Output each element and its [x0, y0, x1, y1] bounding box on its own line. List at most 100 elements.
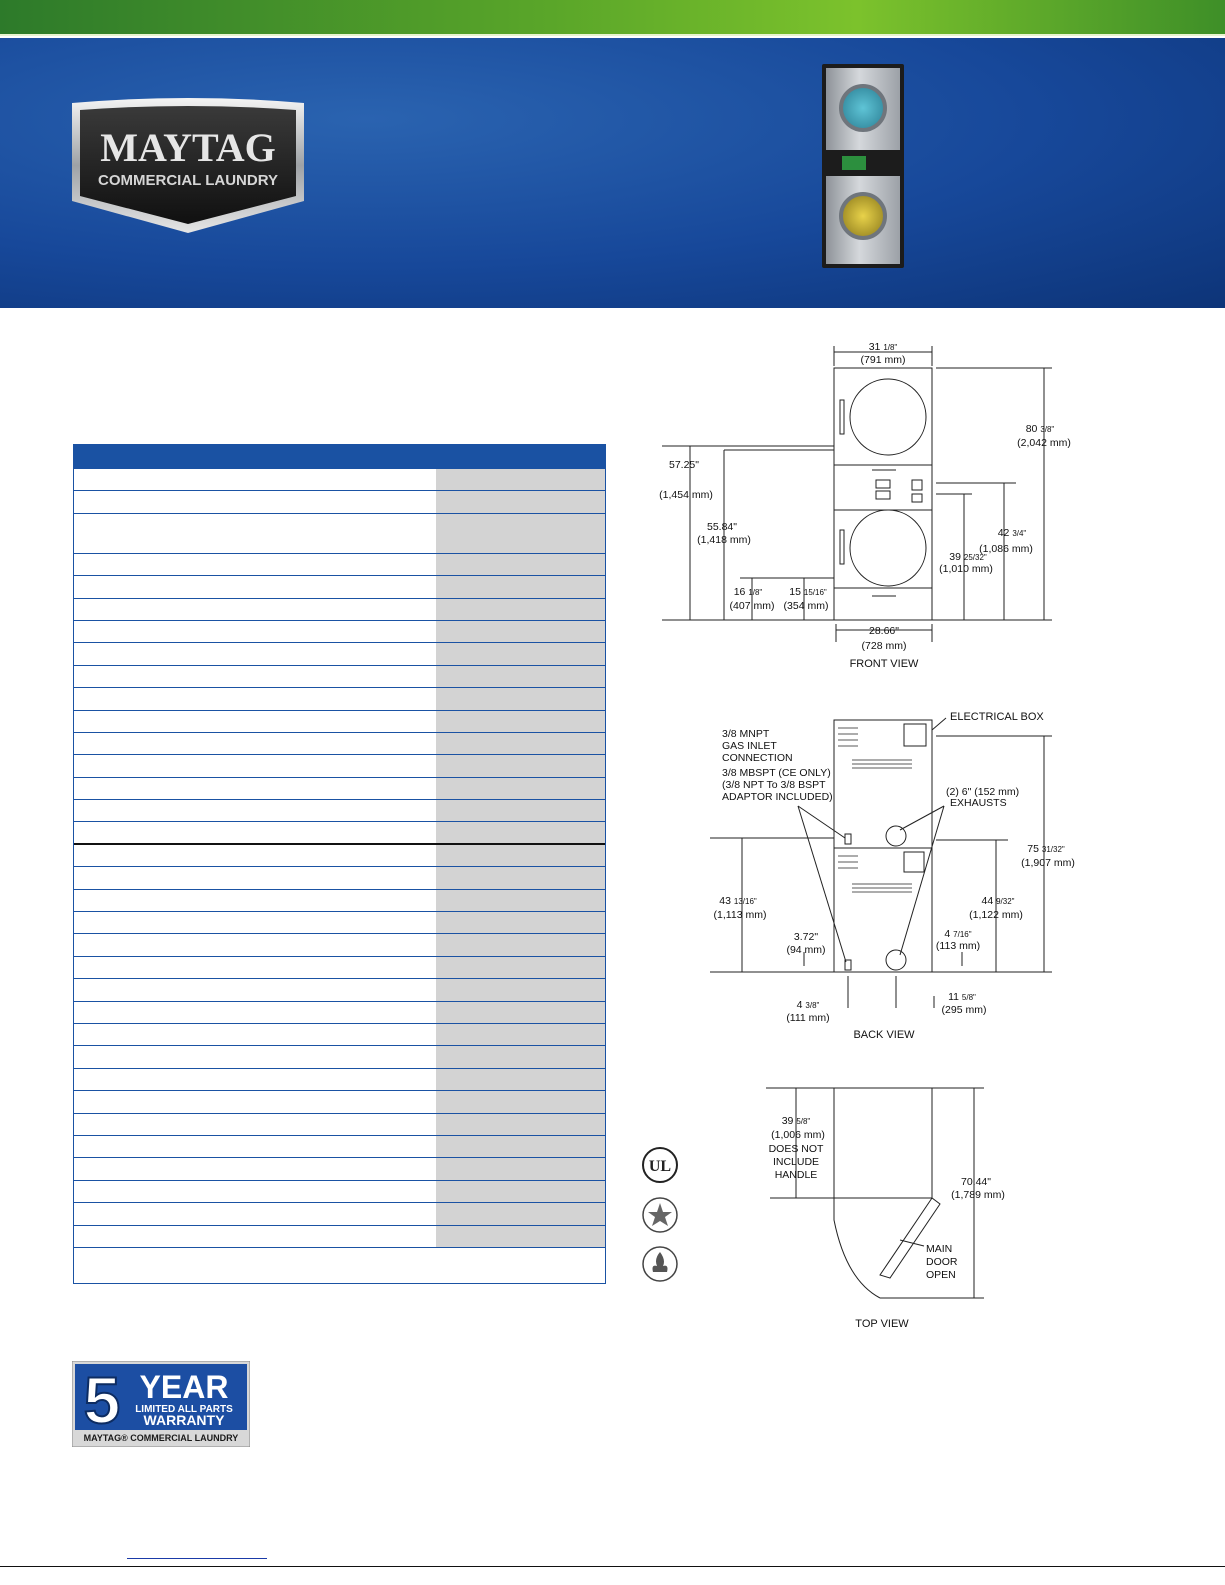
- table-row: [74, 1091, 605, 1114]
- spec-label-cell: [74, 1046, 436, 1068]
- specifications-table: [73, 444, 606, 1284]
- spec-value-cell: [436, 469, 605, 491]
- svg-text:4 7/16": 4 7/16": [944, 928, 971, 940]
- table-row: [74, 513, 605, 554]
- table-row: [74, 889, 605, 913]
- spec-value-cell: [436, 1180, 605, 1203]
- svg-text:39 5/8": 39 5/8": [782, 1115, 811, 1127]
- table-row: [74, 755, 605, 778]
- svg-text:(1,122 mm): (1,122 mm): [969, 909, 1023, 921]
- spec-value-cell: [436, 643, 605, 665]
- svg-text:3.72": 3.72": [794, 931, 818, 943]
- svg-text:LIMITED ALL PARTS: LIMITED ALL PARTS: [135, 1404, 233, 1415]
- spec-label-cell: [74, 1001, 436, 1023]
- footer-rule: [0, 1566, 1225, 1567]
- svg-text:DOES NOT: DOES NOT: [769, 1143, 824, 1155]
- table-row: [74, 1135, 605, 1159]
- svg-text:16 1/8": 16 1/8": [734, 586, 763, 598]
- table-row: [74, 1068, 605, 1092]
- spec-value-cell: [436, 1158, 605, 1180]
- back-view-labels: ELECTRICAL BOX 3/8 MNPT GAS INLET CONNEC…: [714, 711, 1075, 1041]
- table-row: [74, 934, 605, 957]
- spec-value-cell: [436, 844, 605, 867]
- brand-name: MAYTAG: [100, 125, 276, 170]
- spec-label-cell: [74, 1135, 436, 1158]
- spec-label-cell: [74, 844, 436, 867]
- spec-label-cell: [74, 620, 436, 643]
- spec-label-cell: [74, 665, 436, 688]
- spec-label-cell: [74, 956, 436, 979]
- svg-text:(94 mm): (94 mm): [786, 944, 825, 956]
- svg-text:43 13/16": 43 13/16": [719, 895, 757, 907]
- spec-label-cell: [74, 469, 436, 491]
- table-row: [74, 598, 605, 621]
- spec-label-cell: [74, 979, 436, 1001]
- spec-value-cell: [436, 598, 605, 620]
- table-row: [74, 553, 605, 577]
- table-row: [74, 1203, 605, 1226]
- spec-label-cell: [74, 912, 436, 934]
- spec-label-cell: [74, 491, 436, 513]
- table-header: [74, 445, 605, 469]
- table-row: [74, 665, 605, 689]
- svg-text:80 3/8": 80 3/8": [1026, 423, 1055, 435]
- svg-text:3/8 MBSPT (CE ONLY): 3/8 MBSPT (CE ONLY): [722, 767, 831, 779]
- spec-label-cell: [74, 867, 436, 889]
- svg-text:ADAPTOR INCLUDED): ADAPTOR INCLUDED): [722, 791, 833, 803]
- spec-label-cell: [74, 598, 436, 620]
- upper-drum: [839, 84, 887, 132]
- spec-label-cell: [74, 800, 436, 822]
- spec-label-cell: [74, 934, 436, 956]
- spec-value-cell: [436, 1068, 605, 1091]
- spec-value-cell: [436, 665, 605, 688]
- spec-label-cell: [74, 822, 436, 843]
- top-view-drawing: [766, 1087, 984, 1299]
- spec-value-cell: [436, 513, 605, 553]
- svg-text:(1,418 mm): (1,418 mm): [697, 534, 751, 546]
- svg-text:(1,789 mm): (1,789 mm): [951, 1189, 1005, 1201]
- table-row: [74, 469, 605, 492]
- spec-label-cell: [74, 1113, 436, 1135]
- svg-text:70.44": 70.44": [961, 1176, 991, 1188]
- svg-text:GAS INLET: GAS INLET: [722, 740, 777, 752]
- table-row: [74, 732, 605, 756]
- table-row: [74, 777, 605, 801]
- spec-label-cell: [74, 889, 436, 912]
- table-footnote: [74, 1248, 605, 1289]
- svg-text:(1,454 mm): (1,454 mm): [659, 489, 713, 501]
- svg-text:ELECTRICAL BOX: ELECTRICAL BOX: [950, 711, 1044, 723]
- spec-value-cell: [436, 889, 605, 912]
- svg-text:HANDLE: HANDLE: [775, 1169, 818, 1181]
- spec-label-cell: [74, 1225, 436, 1247]
- svg-text:3/8 MNPT: 3/8 MNPT: [722, 728, 770, 740]
- svg-text:(111 mm): (111 mm): [786, 1012, 829, 1024]
- gas-certification-icon: [642, 1246, 678, 1282]
- back-view-drawing: [710, 717, 1052, 1008]
- svg-text:DOOR: DOOR: [926, 1256, 958, 1268]
- spec-label-cell: [74, 732, 436, 755]
- front-view-labels: 31 1/8" (791 mm) 80 3/8" (2,042 mm) 57.2…: [659, 341, 1071, 670]
- svg-text:(2) 6" (152 mm): (2) 6" (152 mm): [946, 786, 1019, 798]
- spec-value-cell: [436, 867, 605, 889]
- spec-label-cell: [74, 513, 436, 553]
- svg-text:OPEN: OPEN: [926, 1269, 956, 1281]
- svg-text:(728 mm): (728 mm): [862, 640, 907, 652]
- svg-text:44 9/32": 44 9/32": [981, 895, 1014, 907]
- spec-label-cell: [74, 1068, 436, 1091]
- table-row: [74, 956, 605, 980]
- top-accent-bar: [0, 0, 1225, 36]
- spec-label-cell: [74, 688, 436, 710]
- product-photo: [822, 64, 904, 268]
- front-view-drawing: [662, 346, 1052, 642]
- table-row: [74, 710, 605, 733]
- spec-value-cell: [436, 1046, 605, 1068]
- spec-value-cell: [436, 688, 605, 710]
- footer-link-underline[interactable]: [127, 1558, 267, 1559]
- spec-value-cell: [436, 710, 605, 732]
- table-row: [74, 822, 605, 845]
- table-row: [74, 1180, 605, 1204]
- svg-text:75 31/32": 75 31/32": [1027, 843, 1065, 855]
- top-view-labels: 39 5/8" (1,006 mm) DOES NOT INCLUDE HAND…: [769, 1115, 1005, 1330]
- svg-text:MAIN: MAIN: [926, 1243, 952, 1255]
- spec-label-cell: [74, 710, 436, 732]
